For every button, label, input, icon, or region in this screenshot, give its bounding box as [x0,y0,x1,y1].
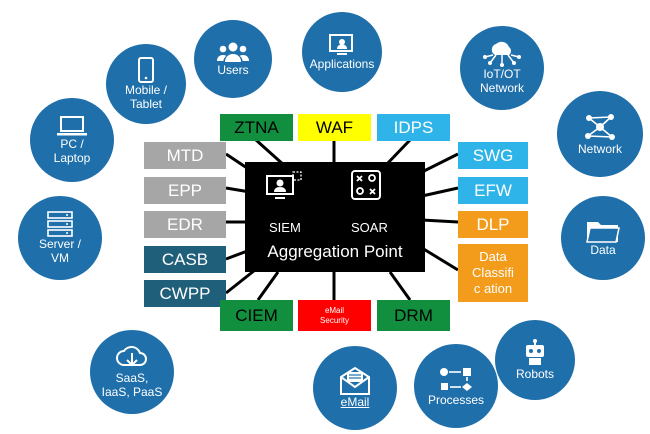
users-icon [217,42,249,62]
network-node: Network [557,91,643,177]
iot-icon [483,41,521,67]
applications-label: Applications [309,57,375,71]
iot-node: IoT/OT Network [460,26,544,110]
network-icon [585,114,615,140]
ztna-box: ZTNA [220,114,293,141]
data-label: Data [590,243,616,257]
soar-label: SOAR [351,220,388,235]
mobile-label: Mobile / Tablet [124,83,168,111]
server-node: Server / VM [18,196,102,280]
siem-icon [266,171,302,199]
iot-label: IoT/OT Network [479,67,524,95]
data-node: Data [561,196,645,280]
cwpp-box: CWPP [144,280,226,307]
data-icon [586,222,620,243]
drm-box: DRM [377,300,450,331]
ciem-box: CIEM [220,300,293,331]
mobile-icon [138,57,154,83]
network-label: Network [577,142,622,156]
email-label: eMail [340,395,370,409]
users-node: Users [194,20,272,98]
soar-icon [351,170,381,200]
mobile-node: Mobile / Tablet [106,44,186,124]
data-classification-label: Data Classific ation [472,249,514,296]
epp-box: EPP [144,177,226,204]
email-security-box: eMail Security [298,300,371,331]
pc-icon [57,116,87,136]
saas-node: SaaS, IaaS, PaaS [90,330,174,414]
swg-box: SWG [458,142,528,169]
efw-box: EFW [458,177,528,204]
waf-box: WAF [298,114,371,141]
pc-label: PC / Laptop [53,137,91,165]
pc-node: PC / Laptop [30,98,114,182]
processes-label: Processes [427,393,485,407]
casb-box: CASB [144,246,226,273]
idps-box: IDPS [377,114,450,141]
dlp-box: DLP [458,211,528,238]
email-node: eMail [313,346,397,430]
email-icon [340,367,370,395]
applications-icon [329,34,353,55]
aggregation-point-title: Aggregation Point [267,242,403,261]
saas-label: SaaS, IaaS, PaaS [101,371,163,399]
mtd-box: MTD [144,142,226,169]
robots-node: Robots [495,320,575,400]
email-security-label: eMail Security [320,305,349,325]
users-label: Users [217,63,249,77]
robots-label: Robots [515,367,555,381]
processes-node: Processes [414,344,498,428]
aggregation-point-box: SIEM SOAR Aggregation Point [245,162,425,272]
robot-icon [526,339,544,365]
server-label: Server / VM [38,237,81,265]
data-classification-box: Data Classific ation [458,244,528,302]
server-icon [47,211,73,237]
siem-label: SIEM [269,220,301,235]
edr-box: EDR [144,211,226,238]
cloud-icon [116,346,147,367]
processes-icon [440,368,472,391]
applications-node: Applications [302,12,382,92]
